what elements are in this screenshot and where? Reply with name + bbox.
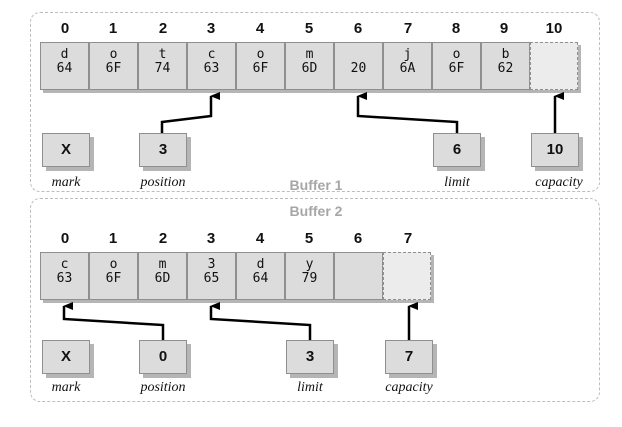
b1-position-label: position <box>140 175 186 190</box>
b1-index-10: 10 <box>545 20 563 37</box>
b2-position-box: 0 <box>139 340 187 374</box>
b1-capacity-box: 10 <box>531 133 579 167</box>
b2-index-3: 3 <box>206 230 216 247</box>
b1-index-3: 3 <box>206 20 216 37</box>
b2-position-arrow <box>62 302 165 340</box>
b1-position-box: 3 <box>139 133 187 167</box>
b2-capacity-label: capacity <box>385 380 433 395</box>
b1-index-2: 2 <box>158 20 168 37</box>
b2-limit-label: limit <box>297 380 323 395</box>
buffer1-panel <box>30 12 600 192</box>
b2-index-2: 2 <box>158 230 168 247</box>
b2-index-0: 0 <box>60 230 70 247</box>
b1-limit-box: 6 <box>433 133 481 167</box>
b2-index-1: 1 <box>108 230 118 247</box>
b1-cell-10-empty <box>530 42 578 90</box>
b2-index-6: 6 <box>353 230 363 247</box>
b2-capacity-box: 7 <box>385 340 433 374</box>
b1-capacity-label: capacity <box>535 175 583 190</box>
b1-limit-label: limit <box>444 175 470 190</box>
b1-index-7: 7 <box>403 20 413 37</box>
b1-index-8: 8 <box>451 20 461 37</box>
b1-index-6: 6 <box>353 20 363 37</box>
b1-index-9: 9 <box>499 20 509 37</box>
b2-cell-6 <box>334 252 383 300</box>
b1-position-arrow <box>160 92 220 133</box>
b1-index-1: 1 <box>108 20 118 37</box>
b2-cell-7-empty <box>383 252 431 300</box>
b1-limit-arrow <box>356 92 459 133</box>
b1-mark-label: mark <box>51 175 81 190</box>
b1-mark-box: X <box>42 133 90 167</box>
b2-index-5: 5 <box>304 230 314 247</box>
b2-index-7: 7 <box>403 230 413 247</box>
b1-index-4: 4 <box>255 20 265 37</box>
b2-mark-label: mark <box>51 380 81 395</box>
b1-index-0: 0 <box>60 20 70 37</box>
b2-title: Buffer 2 <box>289 203 343 219</box>
buffer2-panel <box>30 198 600 402</box>
b2-position-label: position <box>140 380 186 395</box>
b1-index-5: 5 <box>304 20 314 37</box>
b2-limit-arrow <box>209 302 312 340</box>
b2-mark-box: X <box>42 340 90 374</box>
b1-cell-6: 20 <box>334 42 383 90</box>
b1-title: Buffer 1 <box>289 177 343 193</box>
b2-index-4: 4 <box>255 230 265 247</box>
b2-limit-box: 3 <box>286 340 334 374</box>
